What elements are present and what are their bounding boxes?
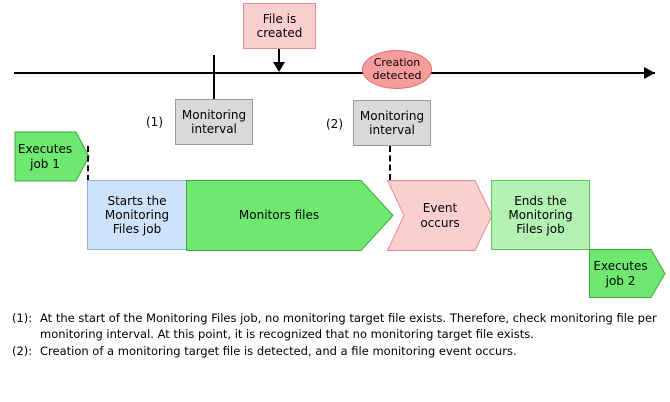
creation-detected-line1: Creation [373,55,421,69]
monitors-files-shape: Monitors files [186,180,394,251]
footnote-2-key: (2): [12,343,33,358]
ends-job-line2: Monitoring [508,207,573,222]
monitoring-interval-2-line1: Monitoring [359,108,425,123]
ends-job-line1: Ends the [514,193,567,208]
monitoring-interval-1-line1: Monitoring [181,107,247,122]
timeline-arrowhead-icon [644,67,655,79]
file-is-created-line2: created [256,26,303,40]
footnote-1-key: (1): [12,311,33,325]
footnote-2: (2): Creation of a monitoring target fil… [12,343,660,359]
file-is-created-box: File is created [243,3,316,49]
event-occurs-chevron-icon [387,180,493,251]
footnotes: (1): At the start of the Monitoring File… [12,310,660,359]
monitors-files-arrow-icon [186,180,394,251]
marker-1-label: (1) [146,115,163,129]
monitoring-interval-1-line2: interval [191,122,237,136]
executes-job-2-shape: Executes job 2 [589,249,666,298]
starts-job-line1: Starts the [107,193,167,208]
ends-monitoring-files-job-box: Ends the Monitoring Files job [491,180,590,250]
timeline-axis [14,72,655,74]
creation-detected-ellipse: Creation detected [362,50,432,89]
creation-detected-line2: detected [372,68,422,82]
starts-monitoring-files-job-box: Starts the Monitoring Files job [87,180,187,250]
file-created-arrowhead-icon [273,62,285,72]
footnote-2-text: Creation of a monitoring target file is … [40,343,517,358]
executes-job-1-pentagon-icon [14,131,90,182]
executes-job-1-shape: Executes job 1 [14,131,90,182]
footnote-1: (1): At the start of the Monitoring File… [12,310,660,343]
executes-job-2-pentagon-icon [589,249,666,298]
starts-job-line2: Monitoring [104,207,170,222]
event-occurs-shape: Event occurs [387,180,493,251]
file-created-connector [278,49,280,63]
footnote-1-text: At the start of the Monitoring Files job… [40,311,657,342]
monitoring-interval-2-connector [389,146,391,180]
starts-job-line3: Files job [112,222,162,237]
monitoring-interval-box-1: Monitoring interval [175,99,253,145]
file-is-created-line1: File is [262,11,297,26]
monitoring-interval-box-2: Monitoring interval [353,100,431,146]
ends-job-line3: Files job [516,222,565,237]
marker-2-label: (2) [326,117,343,131]
monitoring-interval-2-line2: interval [369,123,415,137]
timeline-tick-1 [213,55,215,100]
executes-job-1-connector [87,146,89,181]
